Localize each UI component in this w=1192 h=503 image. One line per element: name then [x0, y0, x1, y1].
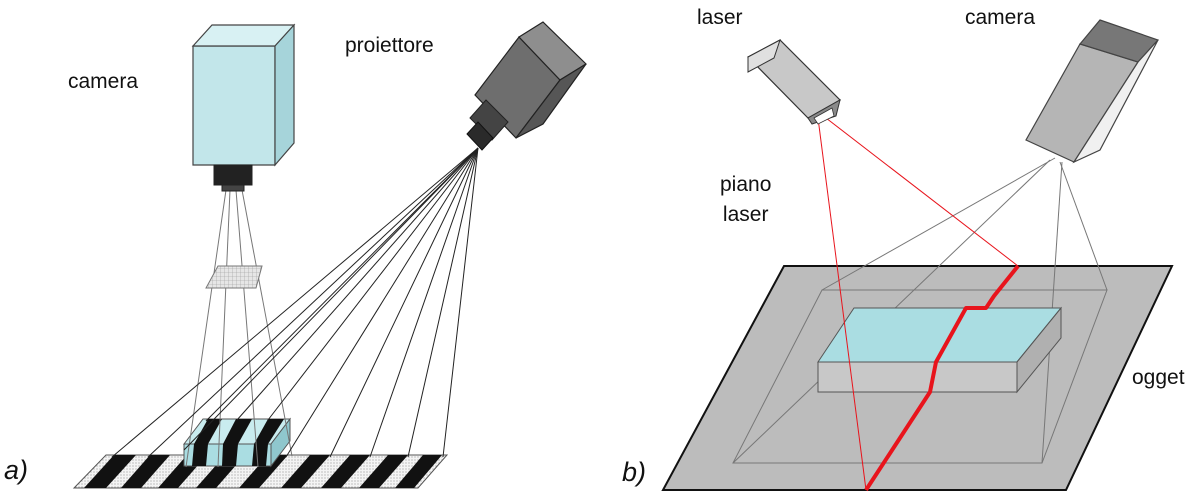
- projector: [466, 21, 587, 151]
- panel-a: [72, 21, 587, 489]
- panel-a-letter: a): [4, 455, 29, 485]
- projector-rays: [111, 147, 479, 458]
- camera-a: [191, 23, 296, 192]
- object-box-b: [817, 306, 1063, 394]
- laser-plane-label: piano laser: [720, 170, 771, 231]
- camera-rays-a: [185, 189, 293, 468]
- object-box-a: [182, 417, 292, 468]
- image-plane: [205, 265, 263, 289]
- panel-b-letter: b): [622, 457, 647, 487]
- laser-emitter: [747, 38, 841, 125]
- laser-plane-label-line1: piano: [720, 173, 772, 196]
- camera-b: [1025, 19, 1160, 164]
- camera-label-b: camera: [965, 6, 1036, 29]
- laser-label: laser: [697, 6, 743, 29]
- panel-b: [661, 19, 1174, 492]
- laser-plane-label-line2: laser: [722, 203, 769, 227]
- projector-label: proiettore: [345, 34, 434, 57]
- laser-plane-edges: [817, 117, 1019, 491]
- object-label: ogget: [1132, 366, 1185, 389]
- camera-label-a: camera: [68, 70, 139, 93]
- laser-stripe: [864, 264, 1020, 492]
